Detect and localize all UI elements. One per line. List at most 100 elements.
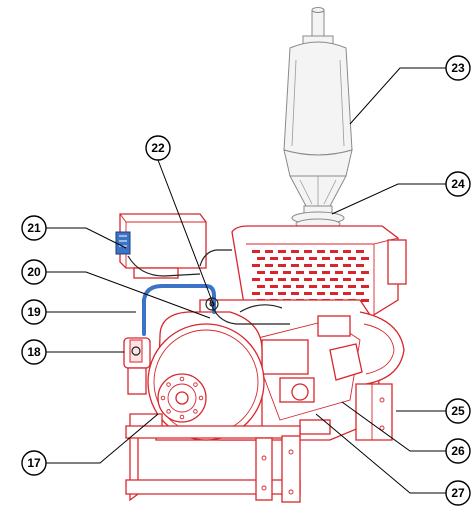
- callout-20: 20: [21, 259, 47, 285]
- louvre-slot: [304, 264, 312, 267]
- louvres: [252, 250, 369, 309]
- louvre-slot: [317, 292, 325, 295]
- callout-24: 24: [445, 171, 471, 197]
- starter-motor: [123, 337, 151, 395]
- callout-23: 23: [445, 55, 471, 81]
- louvre-slot: [291, 278, 299, 281]
- leader-lines: [46, 67, 446, 494]
- callout-22: 22: [145, 135, 171, 161]
- louvre-slot: [296, 285, 304, 288]
- hub-bolt: [166, 382, 171, 387]
- hub-bolt: [179, 414, 185, 420]
- louvre-slot: [348, 271, 356, 274]
- callout-22-label: 22: [151, 141, 165, 155]
- hub-bolt: [179, 376, 185, 382]
- louvre-slot: [252, 264, 260, 267]
- callout-27-label: 27: [451, 486, 465, 500]
- louvre-slot: [343, 250, 351, 253]
- callout-17-label: 17: [27, 456, 41, 470]
- hub-bolt: [198, 395, 204, 401]
- louvre-slot: [343, 278, 351, 281]
- louvre-slot: [356, 278, 364, 281]
- louvre-slot: [361, 299, 369, 302]
- louvre-slot: [278, 278, 286, 281]
- louvre-slot: [278, 292, 286, 295]
- hub-bolt: [160, 395, 166, 401]
- louvre-slot: [283, 257, 291, 260]
- louvre-slot: [322, 285, 330, 288]
- louvre-slot: [348, 257, 356, 260]
- louvre-slot: [291, 264, 299, 267]
- callout-24-label: 24: [451, 177, 465, 191]
- coolant-hose: [142, 284, 216, 336]
- louvre-slot: [361, 271, 369, 274]
- louvre-slot: [296, 257, 304, 260]
- louvre-slot: [304, 278, 312, 281]
- louvre-slot: [330, 292, 338, 295]
- louvre-slot: [270, 271, 278, 274]
- louvre-slot: [335, 285, 343, 288]
- louvre-slot: [270, 257, 278, 260]
- louvre-slot: [278, 250, 286, 253]
- callout-27: 27: [445, 480, 471, 506]
- louvre-slot: [348, 285, 356, 288]
- callout-18-label: 18: [27, 345, 41, 359]
- louvre-slot: [309, 257, 317, 260]
- louvre-slot: [291, 292, 299, 295]
- louvre-slot: [335, 257, 343, 260]
- hub-bolt: [193, 382, 198, 387]
- louvre-slot: [265, 264, 273, 267]
- callout-17: 17: [21, 450, 47, 476]
- flywheel-hub: [157, 373, 207, 423]
- louvre-slot: [343, 292, 351, 295]
- radiator-grille: [231, 225, 407, 317]
- louvre-slot: [317, 264, 325, 267]
- callout-25: 25: [445, 398, 471, 424]
- wiring-harness: [127, 249, 290, 325]
- exhaust-silencer: [283, 7, 353, 215]
- louvre-slot: [265, 278, 273, 281]
- louvre-slot: [343, 264, 351, 267]
- callout-23-label: 23: [451, 61, 465, 75]
- louvre-slot: [296, 271, 304, 274]
- callout-20-label: 20: [27, 265, 41, 279]
- callout-21: 21: [21, 215, 47, 241]
- callout-26-label: 26: [451, 444, 465, 458]
- louvre-slot: [252, 278, 260, 281]
- louvre-slot: [304, 250, 312, 253]
- hub-bolt: [193, 409, 198, 414]
- callout-26: 26: [445, 438, 471, 464]
- callout-19-label: 19: [27, 305, 41, 319]
- louvre-slot: [270, 285, 278, 288]
- louvre-slot: [322, 271, 330, 274]
- flywheel-housing: [147, 311, 265, 441]
- louvre-slot: [304, 292, 312, 295]
- louvre-slot: [257, 271, 265, 274]
- louvre-slot: [252, 250, 260, 253]
- louvre-slot: [283, 271, 291, 274]
- louvre-slot: [335, 271, 343, 274]
- control-box: [115, 213, 207, 279]
- callout-18: 18: [21, 339, 47, 365]
- louvre-slot: [322, 257, 330, 260]
- louvre-slot: [356, 250, 364, 253]
- mounting-frame: [125, 383, 393, 503]
- louvre-slot: [356, 264, 364, 267]
- hub-bolt: [166, 409, 171, 414]
- louvre-slot: [257, 285, 265, 288]
- louvre-slot: [291, 250, 299, 253]
- louvre-slot: [317, 250, 325, 253]
- louvre-slot: [252, 292, 260, 295]
- louvre-slot: [257, 257, 265, 260]
- louvre-slot: [361, 257, 369, 260]
- louvre-slot: [356, 292, 364, 295]
- callout-25-label: 25: [451, 404, 465, 418]
- louvre-slot: [309, 285, 317, 288]
- louvre-slot: [283, 285, 291, 288]
- louvre-slot: [265, 292, 273, 295]
- louvre-slot: [309, 271, 317, 274]
- louvre-slot: [278, 264, 286, 267]
- louvre-slot: [330, 250, 338, 253]
- louvre-slot: [317, 278, 325, 281]
